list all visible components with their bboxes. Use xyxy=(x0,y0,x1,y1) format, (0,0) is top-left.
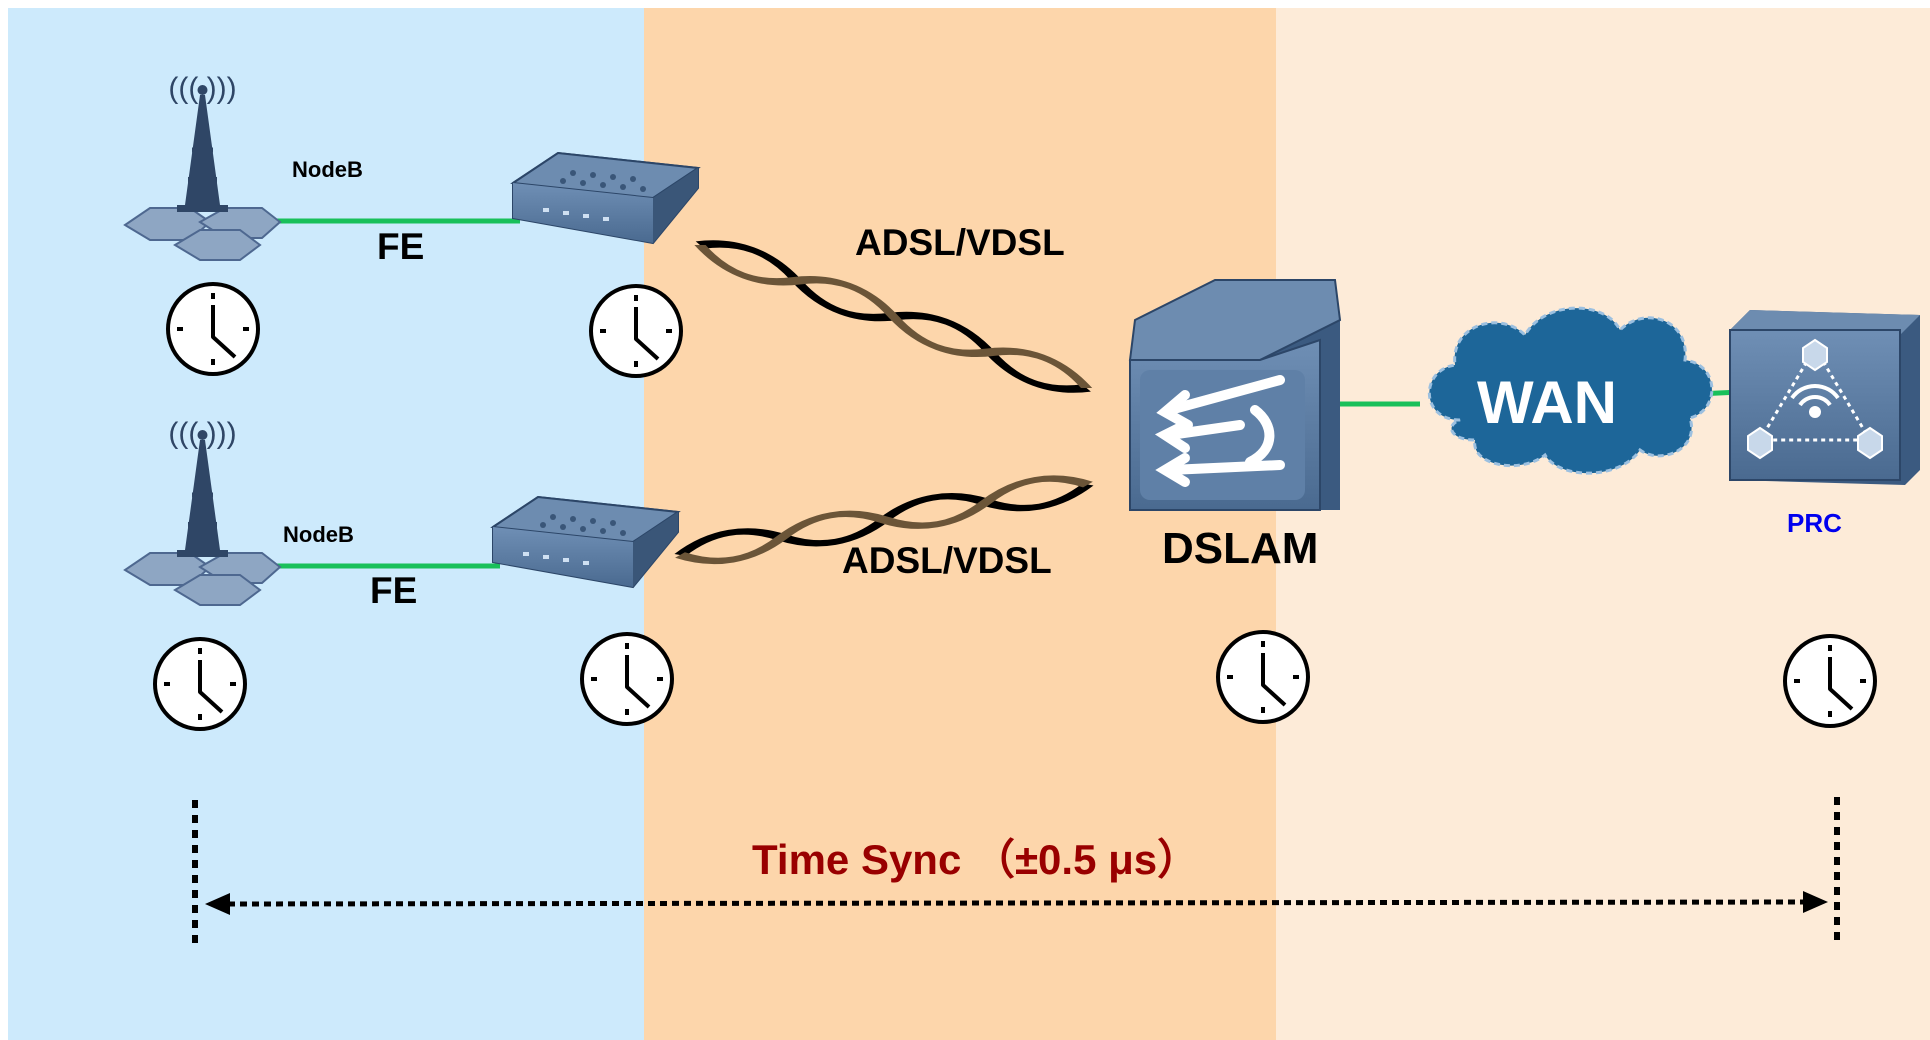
wan-label: WAN xyxy=(1477,369,1617,436)
adsl-label-top: ADSL/VDSL xyxy=(855,222,1065,263)
fe-label-bottom: FE xyxy=(370,570,418,611)
time-sync-label: Time Sync （±0.5 μs） xyxy=(752,836,1200,883)
radio-tower-icon xyxy=(125,417,280,605)
clock-icon xyxy=(1216,630,1310,724)
zone-core-right xyxy=(1276,8,1930,1040)
nodeb-label-bottom: NodeB xyxy=(283,522,354,547)
modem-icon xyxy=(492,496,679,588)
sync-arrow-head-right xyxy=(1803,891,1828,913)
prc-clock-icon xyxy=(1729,310,1920,485)
fe-label-top: FE xyxy=(377,226,425,267)
nodeb-label-top: NodeB xyxy=(292,157,363,182)
clock-icon xyxy=(166,282,260,376)
sync-arrow-head-left xyxy=(205,893,230,915)
clock-icon xyxy=(1783,634,1877,728)
clock-icon xyxy=(580,632,674,726)
adsl-label-bottom: ADSL/VDSL xyxy=(842,540,1052,581)
zone-access-middle xyxy=(644,8,1276,1040)
cloud-icon xyxy=(1427,306,1714,475)
radio-tower-icon xyxy=(125,72,280,260)
prc-label: PRC xyxy=(1787,508,1842,538)
sync-arrow-line xyxy=(227,899,1806,907)
dslam-icon xyxy=(1128,279,1342,511)
clock-icon xyxy=(153,637,247,731)
clock-icon xyxy=(589,284,683,378)
dslam-label: DSLAM xyxy=(1162,524,1319,573)
modem-icon xyxy=(512,152,699,244)
